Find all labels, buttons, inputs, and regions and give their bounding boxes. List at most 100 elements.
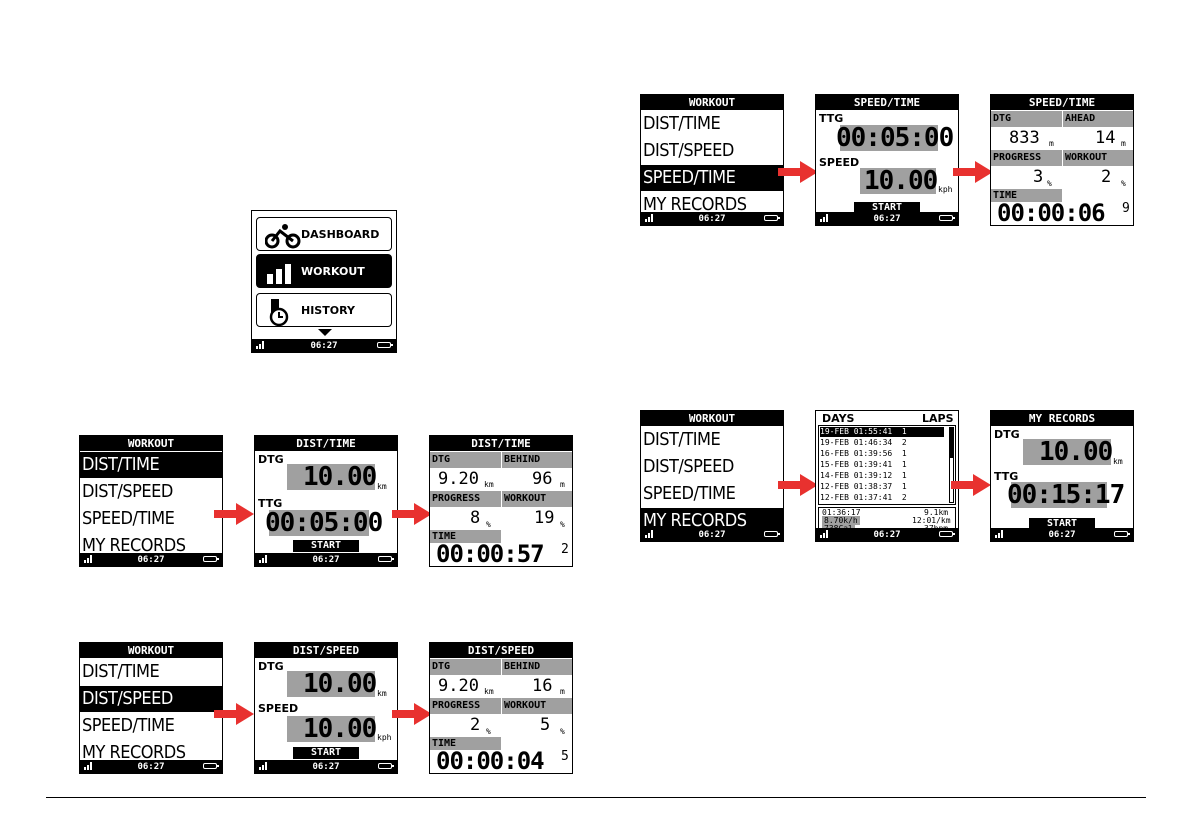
distance-value[interactable]: 10.00 — [303, 669, 377, 699]
distance-unit: km — [377, 689, 387, 698]
distance-unit: km — [377, 482, 387, 491]
menu-dist-speed[interactable]: DIST/SPEED — [643, 140, 734, 161]
status-label: BEHIND — [502, 659, 572, 675]
distance-unit: km — [1113, 457, 1123, 466]
screen-title: DIST/TIME — [430, 436, 572, 451]
menu-dist-time[interactable]: DIST/TIME — [643, 429, 721, 450]
status-value: 14 — [1095, 128, 1116, 148]
workout-value: 5 — [540, 715, 551, 735]
elapsed-time: 00:00:57 — [436, 540, 545, 567]
record-row[interactable]: 16-FEB 01:39:56 1 — [820, 449, 907, 458]
speed-time-run-screen: SPEED/TIME DTG AHEAD 833 m 14 m PROGRESS… — [990, 94, 1134, 226]
history-clock-icon — [269, 299, 289, 327]
flow-arrow — [778, 474, 818, 496]
start-button[interactable]: START — [293, 540, 359, 552]
clock: 06:27 — [312, 761, 340, 772]
signal-icon — [259, 762, 271, 770]
battery-icon — [378, 556, 394, 562]
page-divider — [46, 797, 1146, 798]
menu-speed-time[interactable]: SPEED/TIME — [643, 483, 736, 504]
screen-title: SPEED/TIME — [991, 95, 1133, 110]
progress-value: 8 — [470, 508, 481, 528]
main-menu-screen: DASHBOARD WORKOUT HISTORY 06:27 — [251, 210, 397, 353]
signal-icon — [84, 555, 96, 563]
time-value[interactable]: 00:15:17 — [1007, 480, 1125, 510]
progress-label: PROGRESS — [430, 491, 501, 507]
workout-unit: % — [1121, 179, 1126, 188]
record-row[interactable]: 19-FEB 01:55:41 1 — [820, 427, 944, 437]
menu-my-records[interactable]: MY RECORDS — [82, 742, 186, 763]
menu-dist-speed[interactable]: DIST/SPEED — [80, 686, 222, 712]
screen-title: DIST/TIME — [255, 436, 397, 451]
workout-label: WORKOUT — [502, 698, 572, 714]
record-row[interactable]: 14-FEB 01:39:12 1 — [820, 471, 907, 480]
progress-unit: % — [1047, 179, 1052, 188]
progress-value: 3 — [1033, 167, 1044, 187]
workout-unit: % — [560, 727, 565, 736]
dist-time-run-screen: DIST/TIME DTG BEHIND 9.20 km 96 m PROGRE… — [429, 435, 573, 567]
start-button[interactable]: START — [1029, 518, 1095, 530]
status-bar: 06:27 — [641, 212, 783, 225]
start-button[interactable]: START — [854, 202, 920, 214]
speed-time-setup-screen: SPEED/TIME TTG 00:05:00 SPEED 10.00 kph … — [815, 94, 959, 226]
speed-unit: kph — [377, 733, 392, 742]
record-row[interactable]: 12-FEB 01:38:37 1 — [820, 482, 907, 491]
menu-speed-time[interactable]: SPEED/TIME — [82, 715, 175, 736]
menu-workout[interactable]: WORKOUT — [256, 254, 392, 288]
screen-title: DIST/SPEED — [430, 643, 572, 658]
battery-icon — [1114, 531, 1130, 537]
record-row[interactable]: 12-FEB 01:37:41 2 — [820, 493, 907, 502]
battery-icon — [764, 215, 780, 221]
speed-value[interactable]: 10.00 — [303, 714, 377, 744]
signal-icon — [259, 555, 271, 563]
progress-label: PROGRESS — [991, 150, 1062, 166]
status-value: 96 — [532, 469, 553, 489]
menu-dist-time[interactable]: DIST/TIME — [82, 661, 160, 682]
battery-icon — [939, 215, 955, 221]
menu-speed-time[interactable]: SPEED/TIME — [82, 508, 175, 529]
clock: 06:27 — [312, 554, 340, 565]
status-label: BEHIND — [502, 452, 572, 468]
distance-value[interactable]: 10.00 — [1039, 437, 1113, 467]
signal-icon — [256, 341, 268, 349]
status-unit: m — [560, 480, 565, 489]
bike-icon — [265, 224, 301, 249]
days-header: DAYS — [822, 412, 855, 425]
dist-speed-setup-screen: DIST/SPEED DTG 10.00 km SPEED 10.00 kph … — [254, 642, 398, 774]
menu-dist-speed[interactable]: DIST/SPEED — [82, 481, 173, 502]
speed-value[interactable]: 10.00 — [864, 166, 938, 196]
menu-speed-time[interactable]: SPEED/TIME — [641, 165, 783, 191]
menu-my-records[interactable]: MY RECORDS — [82, 535, 186, 556]
time-value[interactable]: 00:05:00 — [265, 508, 383, 538]
start-button[interactable]: START — [293, 747, 359, 759]
battery-icon — [764, 531, 780, 537]
battery-icon — [377, 342, 393, 348]
menu-dist-time[interactable]: DIST/TIME — [80, 452, 222, 478]
signal-icon — [820, 214, 832, 222]
record-row[interactable]: 19-FEB 01:46:34 2 — [820, 438, 907, 447]
scroll-down-icon — [318, 329, 332, 336]
ttg-label: TTG — [258, 497, 283, 510]
time-value[interactable]: 00:05:00 — [836, 123, 954, 153]
record-row[interactable]: 15-FEB 01:39:41 1 — [820, 460, 907, 469]
screen-title: DIST/SPEED — [255, 643, 397, 658]
menu-history[interactable]: HISTORY — [256, 293, 392, 327]
clock: 06:27 — [137, 761, 165, 772]
workout-label: WORKOUT — [1063, 150, 1133, 166]
clock: 06:27 — [1048, 529, 1076, 540]
menu-dashboard[interactable]: DASHBOARD — [256, 217, 392, 251]
summary-pace: 12:01/km — [912, 516, 951, 525]
scrollbar[interactable] — [949, 427, 954, 503]
dtg-value: 9.20 — [438, 469, 479, 489]
summary-distance: 9.1km — [924, 508, 949, 517]
signal-icon — [820, 530, 832, 538]
distance-value[interactable]: 10.00 — [303, 462, 377, 492]
dtg-unit: km — [484, 687, 494, 696]
menu-dist-speed[interactable]: DIST/SPEED — [643, 456, 734, 477]
speed-label: SPEED — [258, 702, 299, 715]
time-label: TIME — [991, 189, 1062, 202]
elapsed-time: 00:00:06 — [997, 199, 1106, 226]
menu-dist-time[interactable]: DIST/TIME — [643, 113, 721, 134]
progress-unit: % — [486, 520, 491, 529]
menu-my-records[interactable]: MY RECORDS — [643, 194, 747, 215]
